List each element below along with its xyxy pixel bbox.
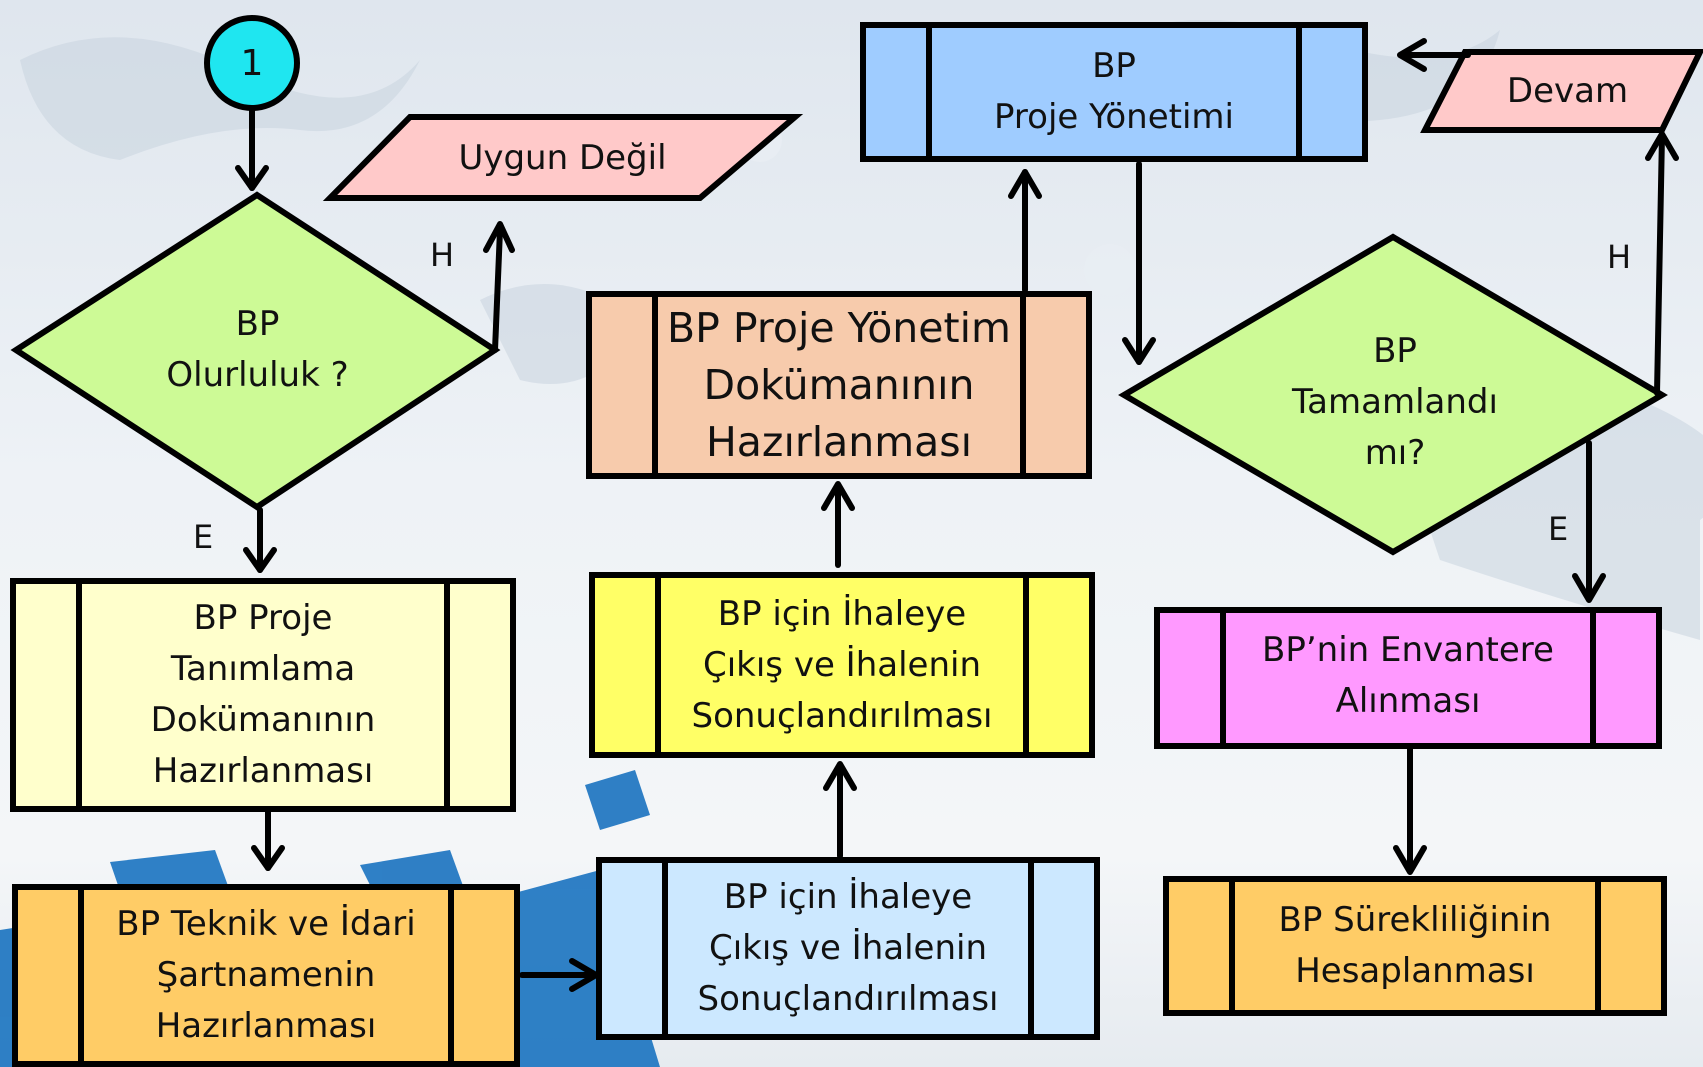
tender-light-line-3: Sonuçlandırılması (697, 979, 999, 1019)
management-document-process: BP Proje Yönetim Dokümanının Hazırlanmas… (586, 291, 1092, 479)
project-definition-line-4: Hazırlanması (152, 751, 374, 791)
inventory-line-2: Alınması (1335, 681, 1481, 721)
arrow-document-to-management-head (1008, 169, 1042, 199)
specifications-process: BP Teknik ve İdari Şartnamenin Hazırlanm… (12, 884, 520, 1067)
arrow-completed-no (1654, 132, 1665, 396)
inventory-line-1: BP’nin Envantere (1262, 630, 1554, 670)
arrow-completed-yes-head (1572, 573, 1606, 603)
arrow-feasibility-no-head (483, 221, 515, 253)
feasibility-yes-label: E (193, 518, 214, 556)
inventory-process: BP’nin Envantere Alınması (1154, 607, 1662, 749)
project-definition-process: BP Proje Tanımlama Dokümanının Hazırlanm… (10, 578, 516, 812)
project-definition-line-3: Dokümanının (150, 700, 376, 740)
management-document-line-3: Hazırlanması (705, 417, 973, 466)
arrow-start-to-feasibility-head (235, 165, 269, 191)
project-definition-line-2: Tanımlama (170, 649, 356, 689)
feasibility-line-2: Olurluluk ? (166, 355, 349, 395)
continue-label: Devam (1506, 70, 1629, 111)
completed-line-2: Tamamlandı (1292, 382, 1498, 422)
start-connector-number: 1 (240, 42, 264, 84)
project-management-line-1: BP (1092, 46, 1136, 86)
tender-yellow-line-3: Sonuçlandırılması (691, 695, 993, 736)
specifications-line-1: BP Teknik ve İdari (116, 904, 416, 944)
sustainability-line-1: BP Sürekliliğinin (1278, 900, 1552, 940)
completed-decision-diamond (1118, 233, 1668, 556)
arrow-continue-to-management-head (1397, 38, 1427, 72)
tender-yellow-process: BP için İhaleye Çıkış ve İhalenin Sonuçl… (589, 572, 1095, 758)
feasibility-decision-diamond (10, 191, 501, 511)
management-document-line-1: BP Proje Yönetim (667, 303, 1011, 352)
tender-light-line-1: BP için İhaleye (723, 877, 973, 917)
project-management-line-2: Proje Yönetimi (994, 97, 1234, 137)
arrow-feasibility-yes-head (243, 547, 277, 573)
completed-line-3: mı? (1364, 433, 1426, 473)
sustainability-line-2: Hesaplanması (1295, 951, 1535, 991)
feasibility-no-label: H (430, 236, 455, 274)
not-suitable-label: Uygun Değil (458, 137, 667, 178)
continue-parallelogram (1420, 49, 1703, 133)
project-management-process: BP Proje Yönetimi (860, 22, 1368, 162)
start-connector-label: 1 (207, 18, 297, 108)
specifications-line-3: Hazırlanması (155, 1006, 377, 1046)
arrow-yellow-to-document-head (821, 481, 855, 511)
not-suitable-output: Uygun Değil (400, 128, 725, 188)
tender-yellow-line-2: Çıkış ve İhalenin (702, 644, 981, 685)
feasibility-decision: BP Olurluluk ? (120, 280, 395, 420)
completed-decision: BP Tamamlandı mı? (1250, 325, 1540, 480)
completed-line-1: BP (1373, 331, 1417, 371)
arrow-inventory-to-sustainability-head (1393, 845, 1427, 875)
sustainability-process: BP Sürekliliğinin Hesaplanması (1163, 876, 1667, 1016)
arrows (235, 38, 1679, 992)
completed-no-label: H (1607, 238, 1632, 276)
arrow-management-to-completed-head (1122, 337, 1156, 365)
tender-light-line-2: Çıkış ve İhalenin (708, 928, 987, 968)
arrow-feasibility-no (492, 227, 503, 353)
connector-shapes (10, 15, 1703, 556)
arrow-tender-to-yellow-head (823, 761, 857, 791)
tender-yellow-line-1: BP için İhaleye (717, 593, 967, 634)
arrow-definition-to-specs-head (251, 845, 285, 871)
tender-light-process: BP için İhaleye Çıkış ve İhalenin Sonuçl… (596, 857, 1100, 1040)
completed-yes-label: E (1548, 510, 1569, 548)
feasibility-line-1: BP (235, 304, 280, 344)
continue-output: Devam (1470, 62, 1665, 120)
management-document-line-2: Dokümanının (703, 360, 975, 409)
specifications-line-2: Şartnamenin (156, 955, 376, 995)
project-definition-line-1: BP Proje (193, 598, 333, 638)
not-suitable-parallelogram (322, 114, 804, 201)
arrow-completed-no-head (1645, 131, 1679, 161)
